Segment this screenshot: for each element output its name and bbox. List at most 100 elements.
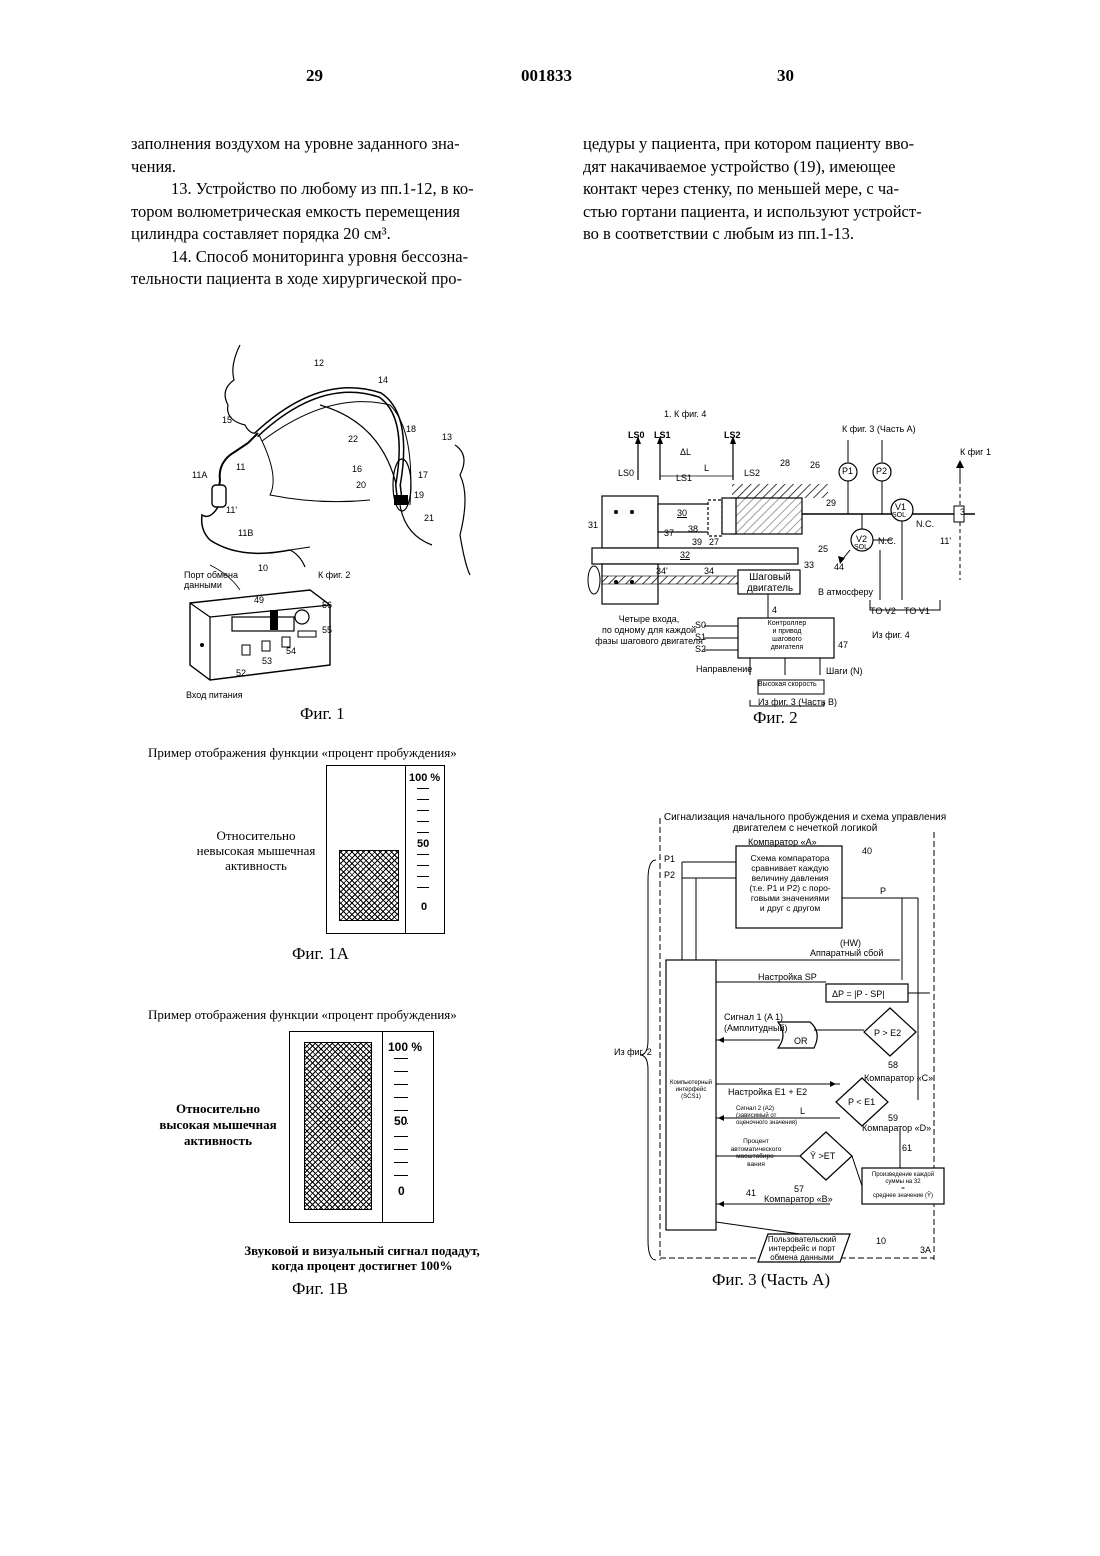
fig2-ls1-top: LS1	[654, 430, 671, 440]
fig1a-scale-top: 100 %	[409, 772, 440, 784]
right-line-1: цедуры у пациента, при котором пациенту …	[583, 133, 969, 156]
fig1b-level-bar	[304, 1042, 372, 1210]
fig3-user-interface: Пользовательский интерфейс и порт обмена…	[760, 1235, 844, 1262]
fig3-ref-59: 59	[888, 1113, 898, 1123]
fig1-ref-11a: 11A	[192, 470, 207, 480]
fig3-percent-auto-4: вания	[726, 1161, 786, 1169]
fig3-signal1-2: (Амплитудный)	[724, 1023, 787, 1034]
fig3-comparator-b: Компаратор «В»	[764, 1194, 833, 1204]
fig2-p1: P1	[842, 466, 853, 476]
fig1-ref-11prime: 11'	[226, 505, 237, 515]
fig1a-caption: Фиг. 1А	[292, 944, 349, 964]
fig1b-scale-bottom: 0	[398, 1184, 405, 1198]
right-line-4: стью гортани пациента, и используют устр…	[583, 201, 969, 224]
fig3-from-fig2: Из фиг. 2	[614, 1047, 652, 1057]
fig2-four-inputs-1: Четыре входа,	[594, 614, 704, 625]
fig1b-caption: Фиг. 1В	[292, 1279, 348, 1299]
fig3-comparator-c: Компаратор «С»	[864, 1073, 933, 1083]
right-line-5: во в соответствии с любым из пп.1-13.	[583, 223, 969, 246]
fig2-ls2-mid: LS2	[744, 468, 760, 478]
fig2-nc-1: N.C.	[916, 519, 934, 529]
fig2-s1: S1	[695, 632, 706, 642]
fig1-ref-11b: 11B	[238, 528, 253, 538]
fig3-sp-setting: Настройка SP	[758, 972, 817, 982]
fig3-p1: P1	[664, 854, 675, 864]
fig2-controller-2: и привод	[740, 628, 834, 636]
left-line-1: заполнения воздухом на уровне заданного …	[131, 133, 517, 156]
fig1a-level-bar	[339, 850, 399, 921]
fig3-delta-p: ΔP = |P - SP|	[832, 989, 885, 999]
fig2-controller-label: Контроллер и привод шагового двигателя	[740, 620, 834, 652]
fig3-y-gt-et: Ȳ >ET	[810, 1151, 835, 1161]
fig2-ls0-mid: LS0	[618, 468, 634, 478]
fig1a-display: 100 % 50 0	[326, 765, 445, 934]
fig3-hw-fault: Аппаратный сбой	[810, 948, 883, 958]
fig2-caption: Фиг. 2	[753, 708, 798, 728]
fig2-ref-11prime: 11'	[940, 536, 951, 546]
fig2-ref-47: 47	[838, 640, 848, 650]
fig3-comparator-box-2: сравнивает каждую	[738, 863, 842, 873]
fig3-product-box-1: Произведение каждой	[862, 1172, 944, 1179]
fig1a-scale-bottom: 0	[421, 901, 427, 913]
left-page-number: 29	[306, 66, 323, 86]
fig2-ref-31: 31	[588, 520, 598, 530]
fig3-product-box: Произведение каждой суммы на 32 = средне…	[862, 1172, 944, 1200]
fig1-ref-14: 14	[378, 375, 388, 385]
fig3-comparator-box: Схема компаратора сравнивает каждую вели…	[738, 853, 842, 913]
fig3-comparator-box-4: (т.е. P1 и P2) с поро-	[738, 883, 842, 893]
fig2-s2: S2	[695, 644, 706, 654]
fig3-comparator-d: Компаратор «D»	[862, 1123, 931, 1133]
fig3-ref-l: L	[800, 1106, 805, 1116]
fig1-ref-20: 20	[356, 480, 366, 490]
fig3-ref-41: 41	[746, 1188, 756, 1198]
fig2-delta-l: ΔL	[680, 447, 691, 457]
fig2-steps: Шаги (N)	[826, 666, 863, 676]
fig3-user-interface-1: Пользовательский	[760, 1235, 844, 1244]
left-line-4: тором волюметрическая емкость перемещени…	[131, 201, 517, 224]
left-line-3: 13. Устройство по любому из пп.1-12, в к…	[131, 178, 517, 201]
fig2-ref-32: 32	[680, 550, 690, 560]
fig1-ref-15: 15	[222, 415, 232, 425]
fig2-ls0-top: LS0	[628, 430, 645, 440]
fig2-l: L	[704, 463, 709, 473]
fig3-signal1: Сигнал 1 (A 1) (Амплитудный)	[724, 1012, 787, 1034]
left-line-6: 14. Способ мониторинга уровня бессозна-	[131, 246, 517, 269]
fig2-ref-38: 38	[688, 524, 698, 534]
fig3-p-gt-e2: P > E2	[874, 1028, 901, 1038]
fig2-ls1-mid: LS1	[676, 473, 692, 483]
right-line-2: дят накачиваемое устройство (19), имеюще…	[583, 156, 969, 179]
fig3-ref-3a: 3A	[920, 1245, 931, 1255]
fig1b-display: 100 % 50 0	[289, 1031, 434, 1223]
fig3-title-1: Сигнализация начального пробуждения и сх…	[660, 812, 950, 823]
fig2-to-fig3a: К фиг. 3 (Часть А)	[842, 424, 916, 434]
fig3-title-2: двигателем с нечеткой логикой	[660, 823, 950, 834]
fig2-ref-4: 4	[772, 605, 777, 615]
fig1a-scale-mid: 50	[417, 838, 429, 850]
fig2-ref-3: 3	[960, 507, 965, 517]
fig1-ref-54: 54	[286, 646, 296, 656]
fig2-ref-39: 39	[692, 537, 702, 547]
fig3-signal2-2: (зависимый от	[736, 1113, 797, 1120]
fig1b-signal-note-1: Звуковой и визуальный сигнал подадут,	[232, 1243, 492, 1258]
fig2-four-inputs: Четыре входа, по одному для каждой фазы …	[594, 614, 704, 647]
fig2-ref-34prime: 34'	[656, 566, 668, 576]
fig3-computer-interface-1: Компьютерный	[666, 1080, 716, 1087]
fig2-v1: V1	[895, 502, 906, 512]
fig1-ref-22: 22	[348, 434, 358, 444]
fig1-ref-21: 21	[424, 513, 434, 523]
fig1-ref-16: 16	[352, 464, 362, 474]
fig2-controller-4: двигателя	[740, 644, 834, 652]
fig3-ref-10: 10	[876, 1236, 886, 1246]
figure-1-drawing	[170, 335, 500, 730]
patent-number: 001833	[521, 66, 572, 86]
fig1-ref-19: 19	[414, 490, 424, 500]
fig1-ref-11: 11	[236, 462, 245, 472]
fig2-four-inputs-2: по одному для каждой	[594, 625, 704, 636]
fig1-ref-49: 49	[254, 595, 264, 605]
fig2-sol-1: SOL	[892, 512, 906, 519]
fig2-four-inputs-3: фазы шагового двигателя	[594, 636, 704, 647]
fig1-ref-10: 10	[258, 563, 268, 573]
fig3-product-box-3: =	[862, 1186, 944, 1193]
fig1-power-input: Вход питания	[186, 690, 243, 700]
fig3-computer-interface-3: (SCS1)	[666, 1094, 716, 1101]
